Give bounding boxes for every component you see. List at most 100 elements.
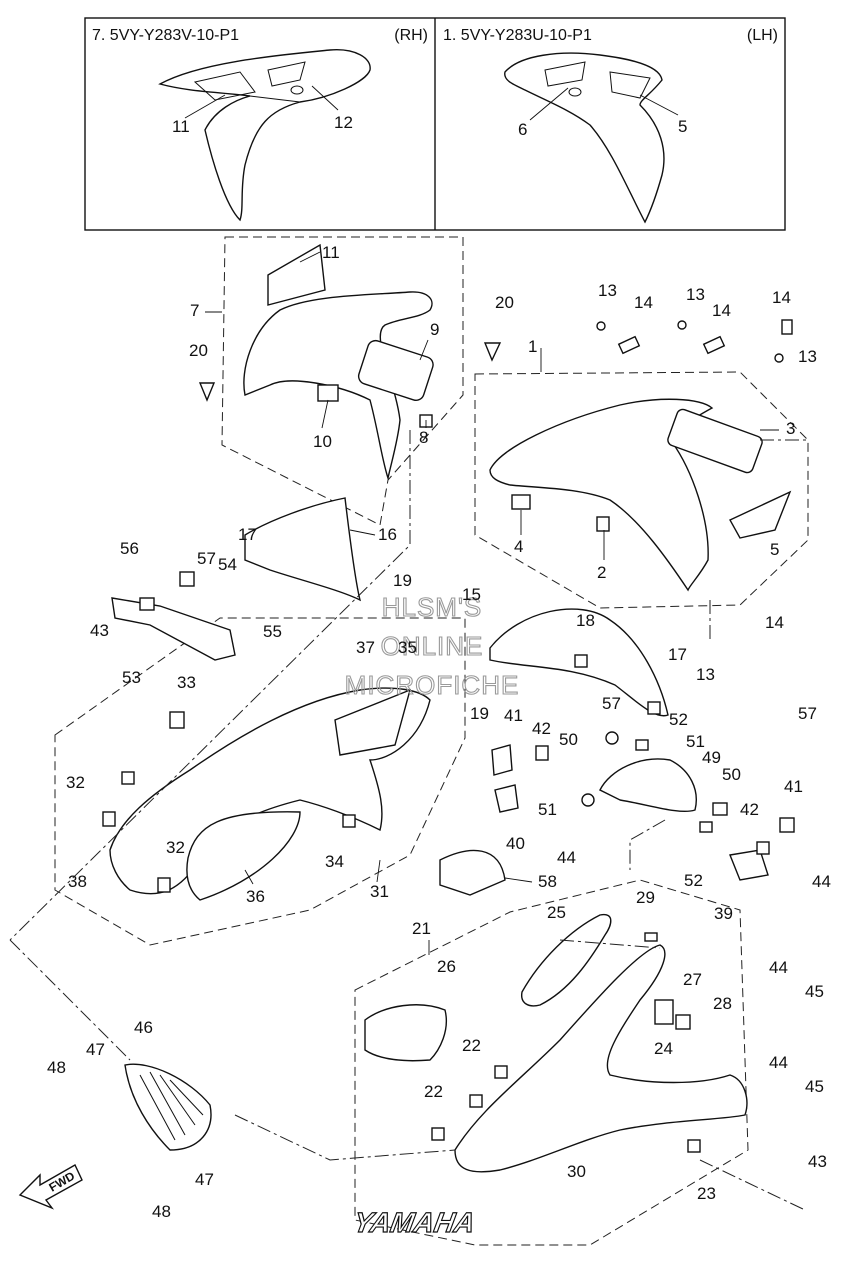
callout-51-upper: 51 [686,732,705,751]
inset-box: 7. 5VY-Y283V-10-P1 (RH) 1. 5VY-Y283U-10-… [84,17,786,231]
gasket-3 [667,408,763,474]
callout-49: 49 [702,748,721,767]
gasket-36 [186,811,301,901]
callout-21: 21 [412,919,431,938]
part-4 [511,494,531,510]
callout-23: 23 [697,1184,716,1203]
callout-2: 2 [597,563,606,582]
callout-36: 36 [246,887,265,906]
callout-13-d: 13 [696,665,715,684]
callout-52-upper: 52 [669,710,688,729]
rh-side-cowl-inset [158,49,371,222]
bracket-group-upper [111,497,362,661]
callout-32-lower: 32 [166,838,185,857]
rh-cowl-group [198,236,464,526]
nut-2 [596,516,610,532]
bracket-16 [244,497,362,602]
nut-22-c [431,1127,445,1141]
panel-58 [439,849,506,896]
callout-11-inset: 11 [172,117,190,136]
callout-19-upper: 19 [393,571,412,590]
callout-13-b: 13 [686,285,705,304]
decal-11 [267,243,326,306]
nut-32-a [102,811,116,827]
callout-44-lower-b: 44 [769,1053,788,1072]
nut-33 [169,711,185,729]
svg-text:HLSM'S: HLSM'S [382,592,483,622]
callout-51-lower: 51 [538,800,557,819]
fwd-arrow: FWD [18,1164,83,1210]
callout-33: 33 [177,673,196,692]
fasteners-top-right [596,319,793,363]
callout-46: 46 [134,1018,153,1037]
bracket-53 [111,597,236,661]
callout-24: 24 [654,1039,673,1058]
callout-55: 55 [263,622,282,641]
part-28 [675,1014,691,1030]
nut-32-c [121,771,135,785]
lh-cowl-group [474,342,809,609]
callout-41-right: 41 [784,777,803,796]
callout-14-b: 14 [712,301,731,320]
callout-5: 5 [770,540,779,559]
callout-38: 38 [68,872,87,891]
callout-44-right: 44 [812,872,831,891]
brackets-40-39 [491,744,795,881]
callout-43-left: 43 [90,621,109,640]
callout-40: 40 [506,834,525,853]
bracket-49 [581,731,728,833]
callout-50-left: 50 [559,730,578,749]
callout-39: 39 [714,904,733,923]
callout-29: 29 [636,888,655,907]
nut-54 [179,571,195,587]
nut-22-b [469,1094,483,1108]
callout-1: 1 [528,337,537,356]
yamaha-text: YAMAHA [351,1206,477,1238]
callout-50-right: 50 [722,765,741,784]
callout-44-lower-a: 44 [769,958,788,977]
callout-9: 9 [430,320,439,339]
callout-34: 34 [325,852,344,871]
yamaha-decal-30: YAMAHA [351,1206,479,1239]
callout-19-lower: 19 [470,704,489,723]
callout-18: 18 [576,611,595,630]
nut-34 [342,814,356,828]
callout-14-a: 14 [634,293,653,312]
callout-43-right: 43 [808,1152,827,1171]
callout-12-inset: 12 [334,113,353,132]
gasket-9 [357,339,434,402]
part-27 [654,999,674,1025]
callout-14-d: 14 [765,613,784,632]
callout-47-upper: 47 [86,1040,105,1059]
panel-37 [334,688,412,756]
callout-22-b: 22 [424,1082,443,1101]
callout-22-a: 22 [462,1036,481,1055]
lh-side-cowl-inset [504,52,665,224]
callout-4: 4 [514,537,523,556]
callout-20-right: 20 [495,293,514,312]
callout-13-a: 13 [598,281,617,300]
callout-20-left: 20 [189,341,208,360]
callout-28: 28 [713,994,732,1013]
gasket-26 [364,1004,447,1062]
callout-56: 56 [120,539,139,558]
callout-8: 8 [419,428,428,447]
callout-57-mid: 57 [602,694,621,713]
rh-side-label: (RH) [394,27,428,44]
watermark: HLSM'S ONLINE MICROFICHE [344,591,519,700]
callout-13-c: 13 [798,347,817,366]
callout-32-upper: 32 [66,773,85,792]
lh-side-label: (LH) [747,27,778,44]
nut-32-b [157,877,171,893]
callout-17-left: 17 [238,525,257,544]
callout-leaders [205,251,779,955]
callout-57-left: 57 [197,549,216,568]
svg-text:ONLINE: ONLINE [381,631,484,661]
callout-31: 31 [370,882,389,901]
callout-15: 15 [462,585,481,604]
front-duct-46 [124,1063,212,1151]
callout-10: 10 [313,432,332,451]
callout-6-inset: 6 [518,120,527,139]
callout-45-a: 45 [805,982,824,1001]
